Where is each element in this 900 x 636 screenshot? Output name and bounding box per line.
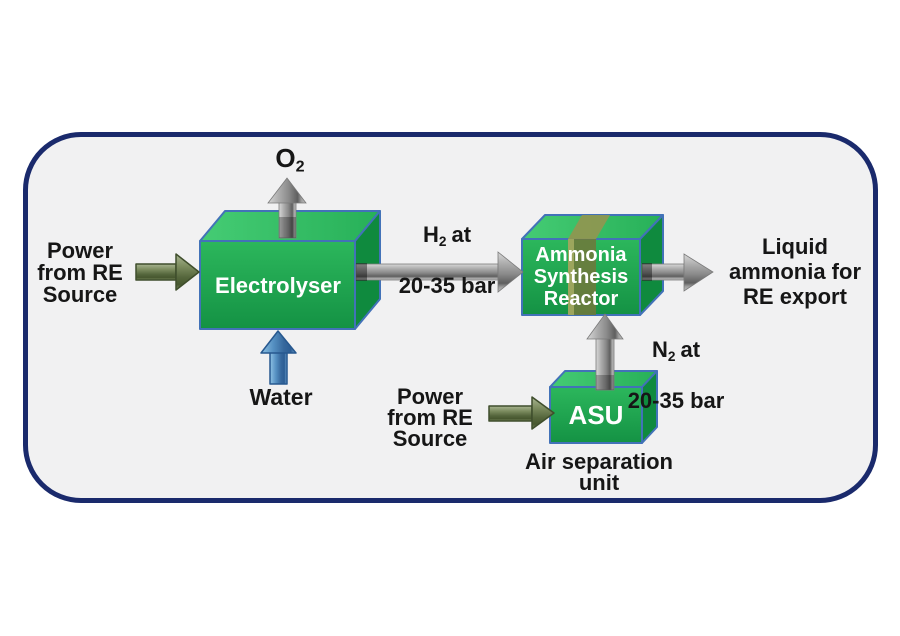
asu-box-label: ASU — [568, 399, 624, 430]
power-from-re-source-label-left: Power from RE Source — [37, 238, 123, 307]
o2-base: O — [275, 143, 296, 173]
water-arrow — [260, 330, 297, 385]
power-from-re-source-label-asu: Power from RE Source — [387, 384, 473, 451]
o2-arrow — [267, 177, 307, 239]
n2-arrow — [586, 313, 624, 391]
o2-label: O2 — [260, 145, 320, 180]
n2-line2: 20-35 bar — [627, 387, 725, 413]
power-arrow-left — [135, 253, 200, 291]
o2-subscript: 2 — [295, 157, 305, 176]
h2-arrow — [355, 251, 524, 293]
reactor-box-label: Ammonia Synthesis Reactor — [533, 244, 629, 310]
asu-power-arrow — [488, 396, 555, 430]
liquid-ammonia-export-label: Liquid ammonia for RE export — [728, 234, 862, 309]
h2-line2: 20-35 bar — [398, 272, 496, 298]
diagram-panel — [23, 132, 878, 503]
electrolyser-box-label: Electrolyser — [215, 272, 341, 298]
water-label: Water — [249, 384, 313, 410]
reactor-catalyst-slab — [568, 215, 610, 315]
nh3-output-arrow — [641, 253, 714, 292]
air-separation-unit-caption: Air separation unit — [525, 449, 673, 495]
